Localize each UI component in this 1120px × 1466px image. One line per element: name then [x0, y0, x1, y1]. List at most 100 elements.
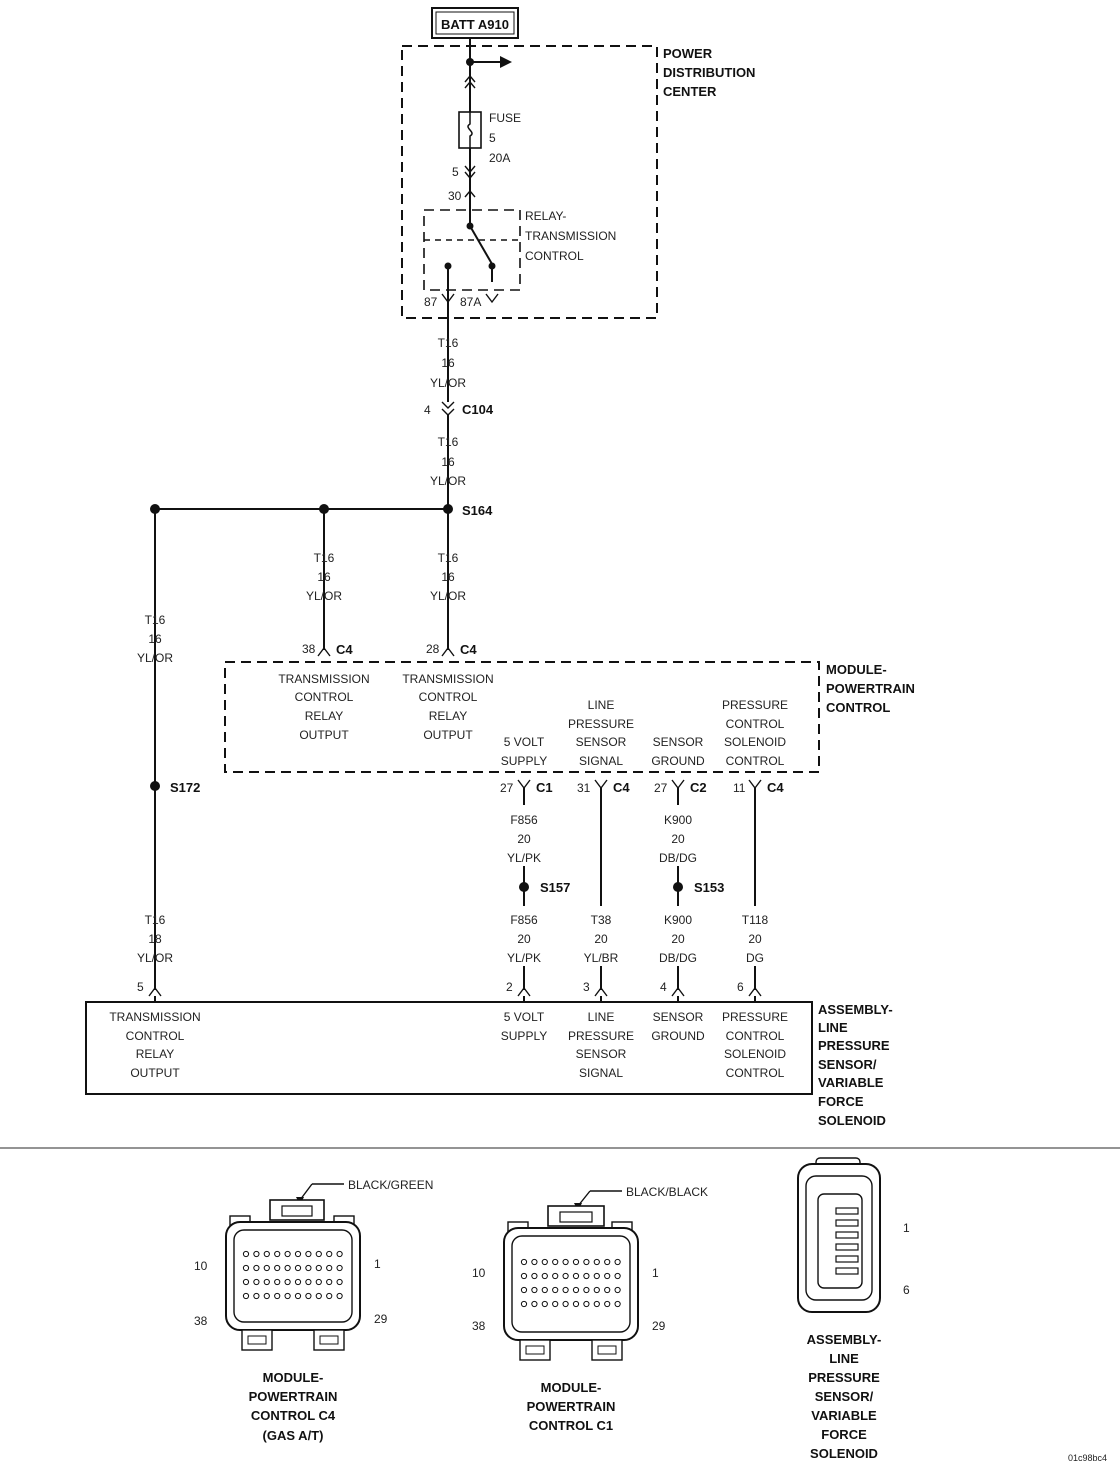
cavity-hole — [326, 1250, 333, 1258]
pcm-pin-28: 28 — [426, 642, 440, 656]
cavity-hole — [604, 1272, 611, 1280]
cavity-hole — [614, 1258, 621, 1266]
cavity-hole — [572, 1272, 580, 1280]
asm-pin-label: CONTROL — [726, 1066, 785, 1080]
cavity-hole — [520, 1272, 528, 1280]
s164-label: S164 — [462, 503, 493, 518]
relay-pin-87: 87 — [424, 295, 438, 309]
splice-s172-dot — [150, 781, 160, 791]
wire-label: T16 — [145, 613, 166, 627]
cavity-hole — [263, 1278, 270, 1286]
pin-slot — [835, 1255, 859, 1263]
terminal-icon — [517, 986, 531, 997]
wire-label: YL/OR — [137, 951, 173, 965]
asm-title-4: SENSOR/ — [818, 1057, 877, 1072]
pcm-pin-31: 31 — [577, 781, 591, 795]
asm-pin-6: 6 — [737, 980, 744, 994]
cavity-hole — [336, 1278, 343, 1286]
pcm-pin-label: 5 VOLT — [504, 735, 545, 749]
asm-title-6: FORCE — [818, 1094, 864, 1109]
terminal-icon — [671, 986, 685, 997]
asm-title-2: LINE — [818, 1020, 848, 1035]
c4-pin-29: 29 — [374, 1312, 388, 1326]
wire-label: YL/OR — [306, 589, 342, 603]
c1-cavity-grid — [520, 1258, 621, 1308]
cavity-hole — [315, 1250, 322, 1258]
asm-pin-label: RELAY — [136, 1047, 174, 1061]
terminal-icon — [464, 165, 476, 174]
pcm-box — [224, 661, 820, 773]
cavity-hole — [274, 1278, 281, 1286]
cavity-hole — [294, 1264, 302, 1272]
terminal-icon — [464, 189, 476, 198]
cavity-hole — [572, 1300, 580, 1308]
pcm-pin-label: OUTPUT — [423, 728, 473, 742]
connector-c4-view: BLACK/GREEN 10 1 38 29 MODULE- POWERTRAI… — [194, 1178, 433, 1443]
fuse-pin: 5 — [452, 165, 459, 179]
wire-label: 16 — [441, 570, 455, 584]
wire-label: 16 — [148, 632, 162, 646]
cavity-hole — [305, 1264, 312, 1272]
c1-pin-29: 29 — [652, 1319, 666, 1333]
terminal-icon — [594, 986, 608, 997]
terminal-icon — [464, 171, 476, 180]
s172-label: S172 — [170, 780, 200, 795]
pcm-pin-label: CONTROL — [726, 754, 785, 768]
wire-label: F856 — [510, 913, 538, 927]
pcm-pin-label: RELAY — [429, 709, 467, 723]
pcm-pin-label: CONTROL — [295, 690, 354, 704]
wire-label: T118 — [742, 913, 769, 927]
cavity-hole — [305, 1250, 312, 1258]
pdc-title-2: DISTRIBUTION — [663, 65, 755, 80]
c1-title-1: MODULE- — [541, 1380, 602, 1395]
fuse-label-2: 5 — [489, 131, 496, 145]
cavity-hole — [284, 1264, 291, 1272]
wire-label: YL/BR — [584, 951, 619, 965]
cavity-hole — [614, 1286, 621, 1294]
c4-pin-1: 1 — [374, 1257, 381, 1271]
wire-label: 20 — [517, 932, 531, 946]
asm-view-title-3: PRESSURE — [808, 1370, 880, 1385]
cavity-hole — [253, 1278, 260, 1286]
terminal-icon — [671, 779, 685, 790]
cavity-hole — [520, 1258, 528, 1266]
cavity-hole — [604, 1300, 611, 1308]
cavity-hole — [263, 1264, 270, 1272]
pin-slot — [835, 1219, 859, 1227]
c4-pin-10: 10 — [194, 1259, 208, 1273]
c104-pin: 4 — [424, 403, 431, 417]
asm-pin-label: SUPPLY — [501, 1029, 547, 1043]
pcm-pin-label: RELAY — [305, 709, 343, 723]
pcm-pin-label: PRESSURE — [722, 698, 788, 712]
cavity-hole — [562, 1286, 569, 1294]
relay-label-3: CONTROL — [525, 249, 584, 263]
asm-pin-3: 3 — [583, 980, 590, 994]
asm-pin-label: 5 VOLT — [504, 1010, 545, 1024]
cavity-hole — [315, 1278, 322, 1286]
wire-label: T16 — [145, 913, 166, 927]
cavity-hole — [326, 1292, 333, 1300]
cavity-hole — [572, 1286, 580, 1294]
c1-title-3: CONTROL C1 — [529, 1418, 613, 1433]
pcm-pin-label: SIGNAL — [579, 754, 623, 768]
asm-view-title-4: SENSOR/ — [815, 1389, 874, 1404]
c4-title-4: (GAS A/T) — [263, 1428, 324, 1443]
cavity-hole — [583, 1272, 590, 1280]
pcm-pin-label: SENSOR — [576, 735, 627, 749]
asm-view-title-6: FORCE — [821, 1427, 867, 1442]
terminal-icon — [485, 293, 499, 304]
wire-label: K900 — [664, 813, 692, 827]
cavity-hole — [326, 1264, 333, 1272]
cavity-hole — [274, 1292, 281, 1300]
wire-label: DB/DG — [659, 951, 697, 965]
asm-title-1: ASSEMBLY- — [818, 1002, 893, 1017]
asm-pin-label: SOLENOID — [724, 1047, 786, 1061]
relay-box — [423, 209, 521, 291]
cavity-hole — [541, 1300, 548, 1308]
pcm-c2-label: C2 — [690, 780, 707, 795]
asm-pin-2: 2 — [506, 980, 513, 994]
wire-label: YL/OR — [430, 474, 466, 488]
cavity-hole — [253, 1292, 260, 1300]
asm-title-5: VARIABLE — [818, 1075, 884, 1090]
wire-label: 16 — [317, 570, 331, 584]
